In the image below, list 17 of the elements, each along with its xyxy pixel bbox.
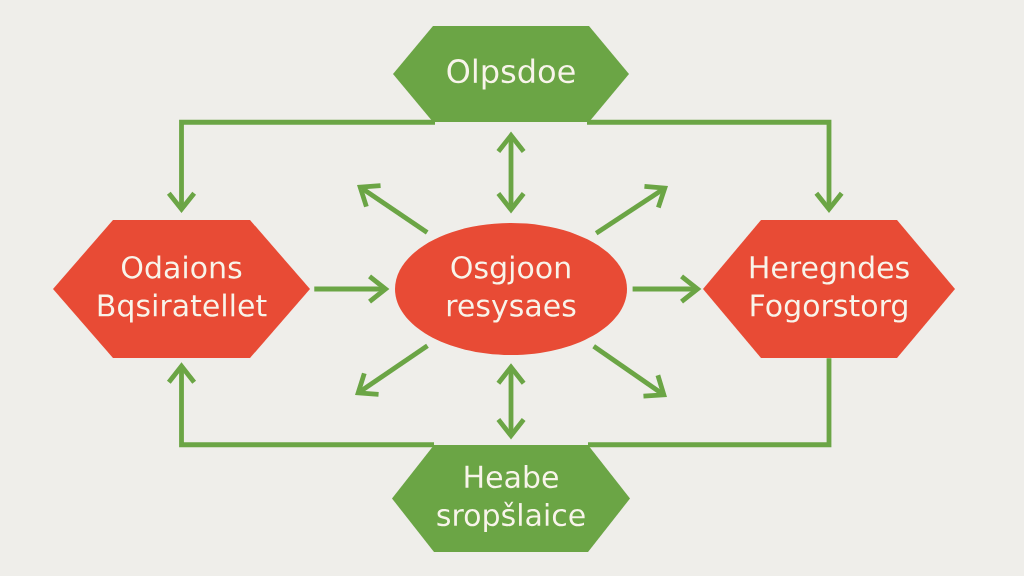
arrow [355, 343, 429, 397]
connector-line [588, 358, 832, 448]
arrow [592, 344, 667, 399]
hexagon-node: Heabe sropšlaice [392, 445, 630, 552]
arrow [357, 183, 429, 235]
arrow [632, 274, 702, 304]
hexagon-node: Heregndes Fogorstorg [703, 220, 955, 358]
hexagon-node: Olpsdoe [393, 26, 629, 122]
arrow [314, 274, 390, 304]
arrow [166, 362, 434, 448]
ellipse-node: Osgjoon resysaes [395, 223, 627, 355]
arrow [594, 183, 668, 236]
arrow [166, 119, 435, 214]
hexagon-node: Odaions Bqsiratellet [53, 220, 310, 358]
double-arrow [496, 363, 526, 440]
arrow [587, 119, 844, 214]
double-arrow [496, 131, 526, 214]
